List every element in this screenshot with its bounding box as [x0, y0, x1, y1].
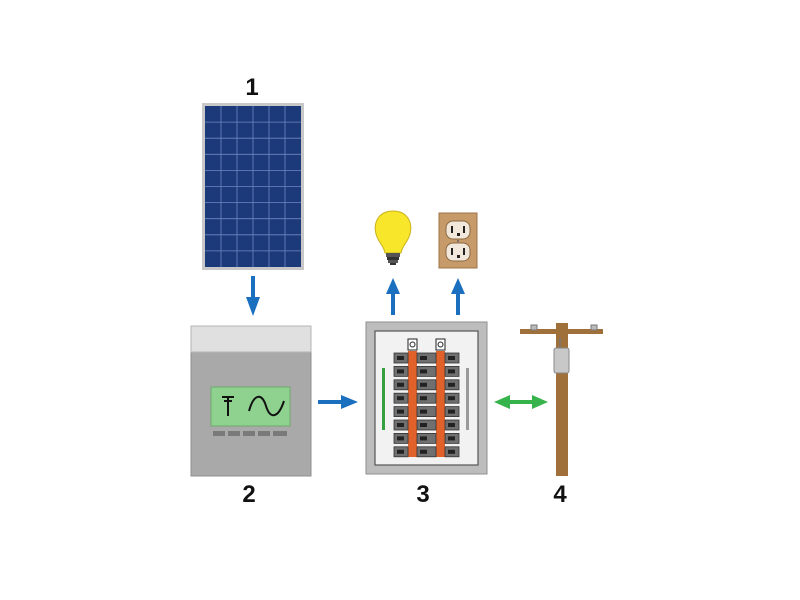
dc-symbol-icon: [222, 396, 234, 416]
ac-wave-icon: [248, 395, 285, 417]
label-inverter: 2: [242, 481, 256, 508]
utility-pole-icon: [520, 323, 603, 476]
solar-panel-icon: [202, 103, 304, 270]
flow-arrow-up-bulb: [386, 278, 400, 315]
flow-arrow-right: [318, 395, 358, 409]
light-bulb-icon: [374, 210, 412, 265]
flow-arrow-down: [246, 276, 260, 316]
outlet-icon: [438, 212, 478, 269]
grid-two-way-arrow: [494, 395, 548, 409]
breaker-panel-icon: [365, 321, 488, 475]
label-utility-pole: 4: [553, 481, 567, 508]
label-breaker-panel: 3: [416, 481, 430, 508]
inverter-icon: [190, 325, 312, 477]
label-solar-panel: 1: [245, 74, 259, 101]
flow-arrow-up-outlet: [451, 278, 465, 315]
